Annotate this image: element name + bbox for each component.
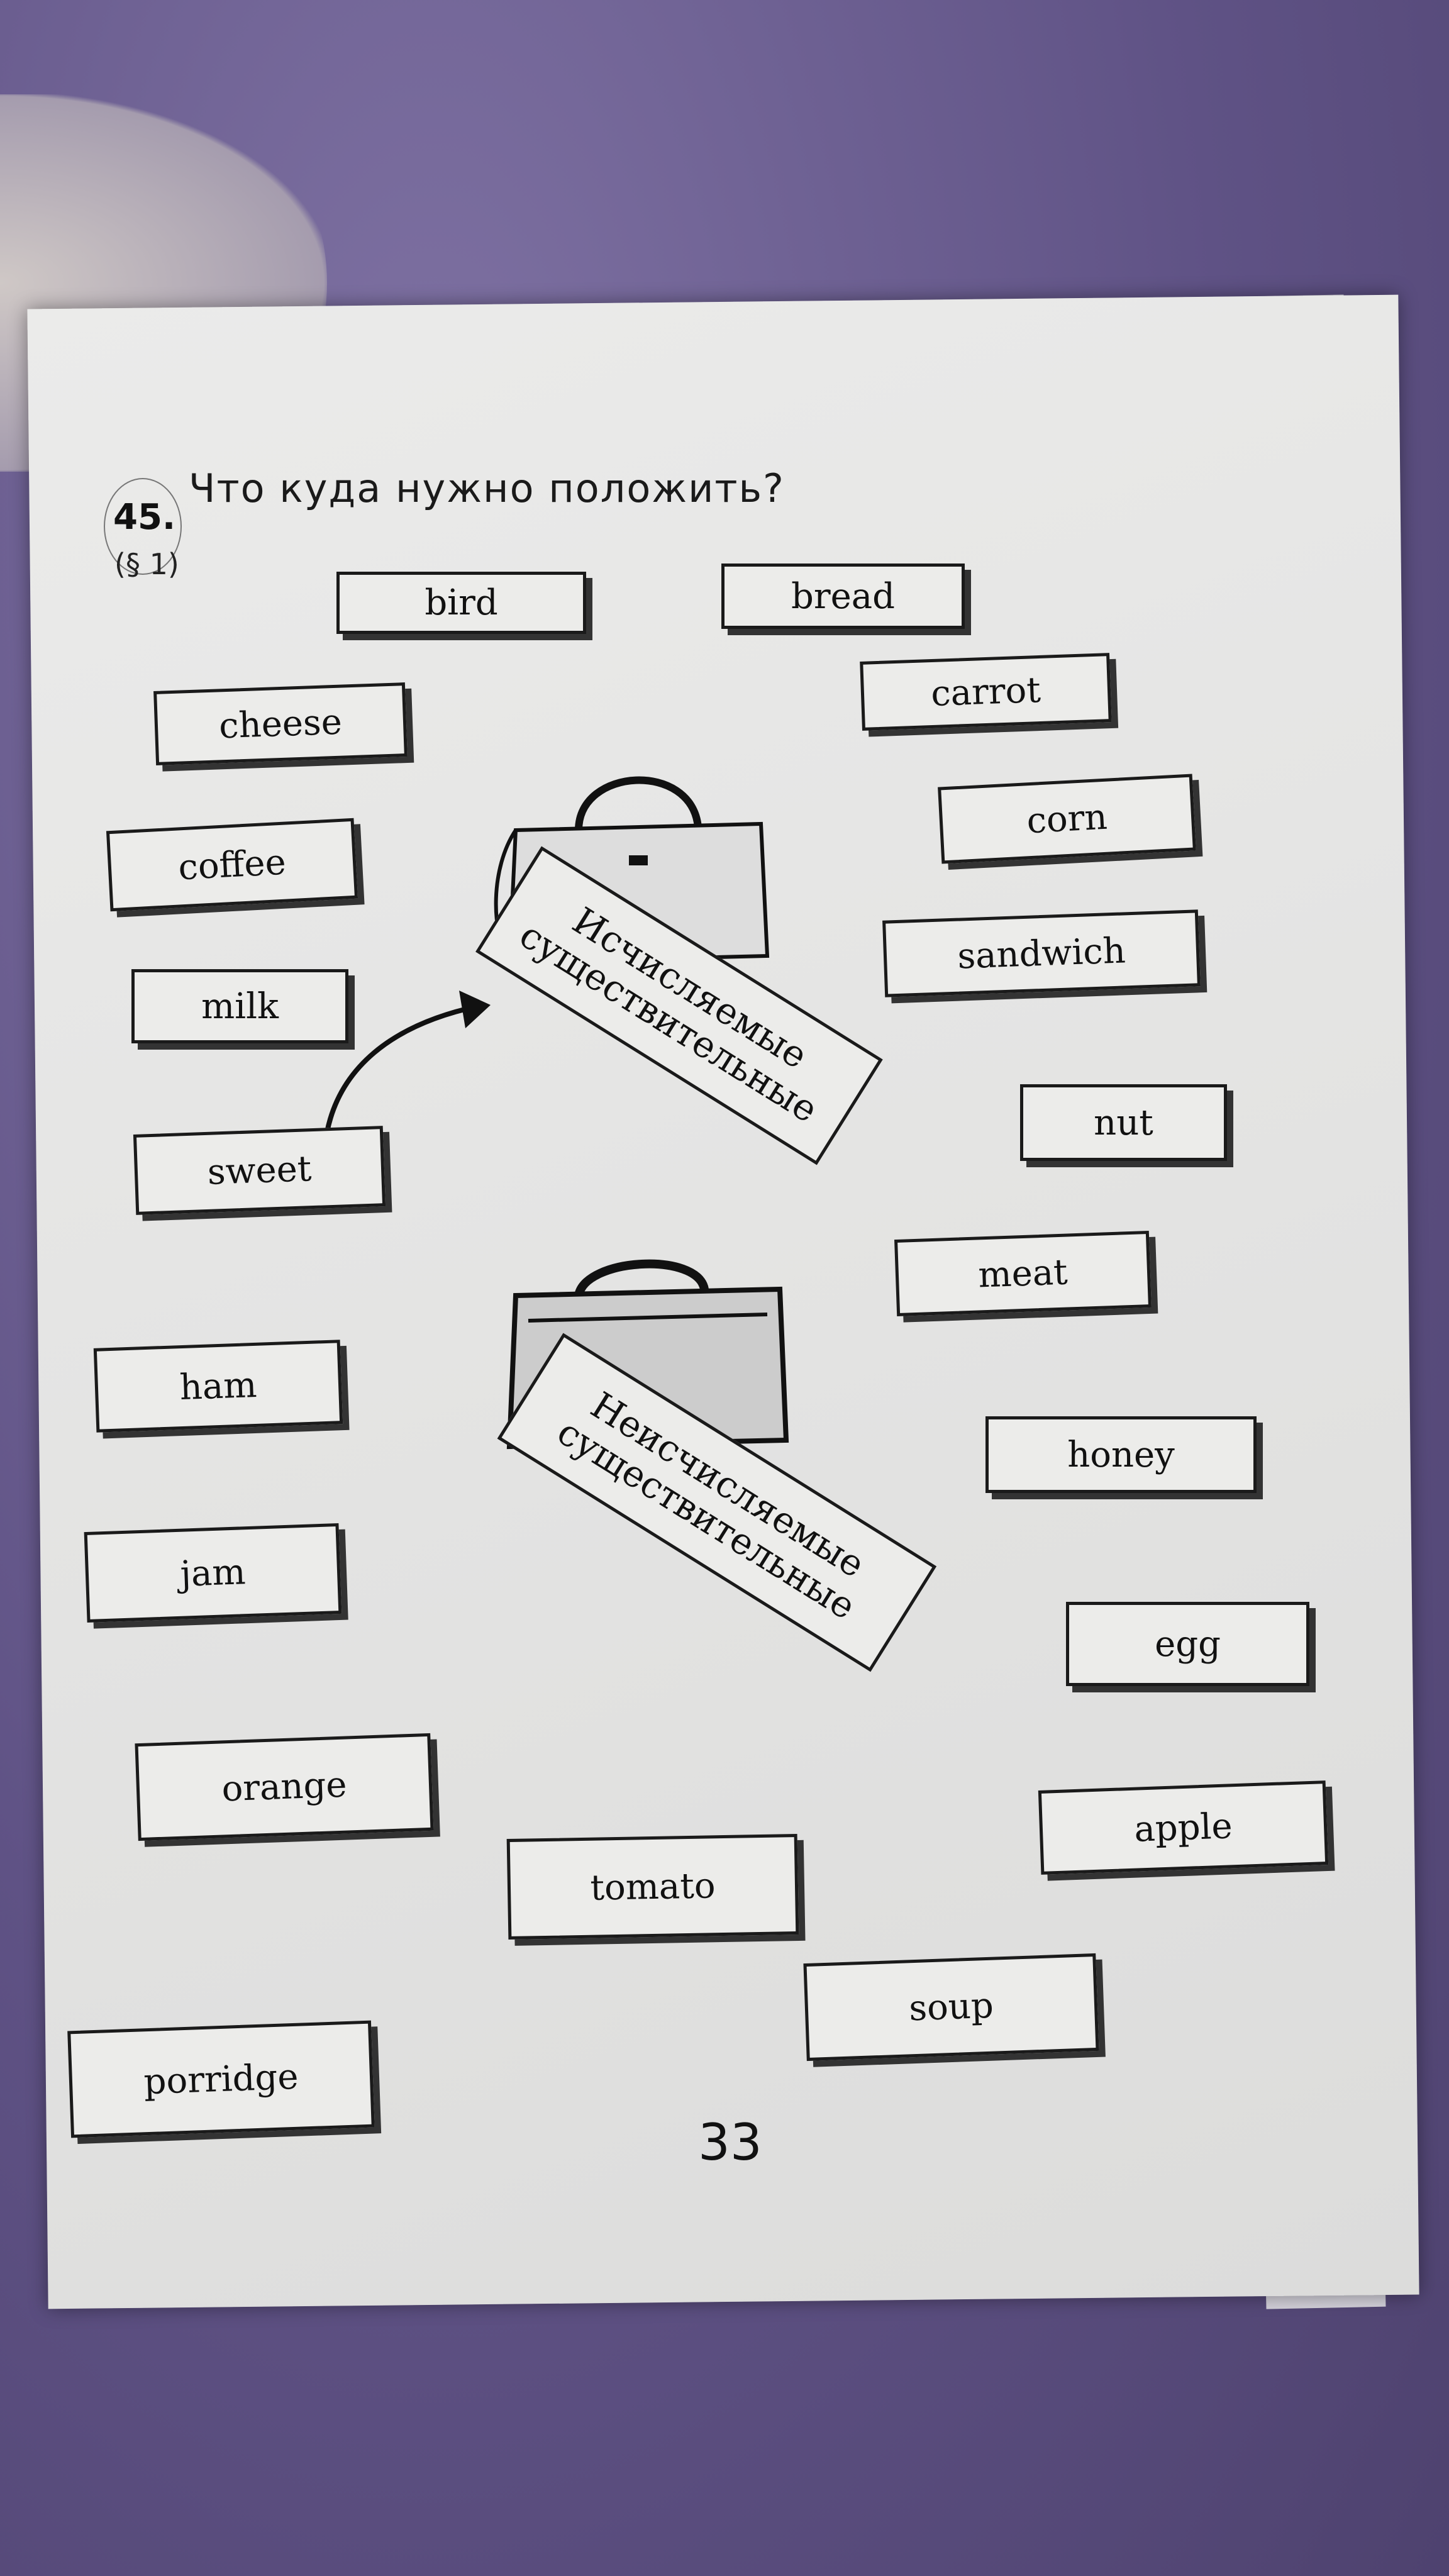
word-card-ham[interactable]: ham xyxy=(93,1340,343,1433)
word-card-sandwich[interactable]: sandwich xyxy=(882,909,1201,997)
word-card-bread[interactable]: bread xyxy=(721,564,965,629)
arrow-icon xyxy=(325,991,491,1133)
word-card-sweet[interactable]: sweet xyxy=(133,1126,386,1215)
word-card-porridge[interactable]: porridge xyxy=(67,2020,375,2138)
word-card-honey[interactable]: honey xyxy=(985,1416,1257,1493)
word-card-coffee[interactable]: coffee xyxy=(106,818,358,912)
word-card-orange[interactable]: orange xyxy=(135,1733,434,1841)
word-card-cheese[interactable]: cheese xyxy=(153,682,408,765)
paragraph-reference: (§ 1) xyxy=(114,547,179,581)
word-card-egg[interactable]: egg xyxy=(1066,1602,1309,1686)
word-card-soup[interactable]: soup xyxy=(803,1953,1099,2062)
exercise-circle-mark xyxy=(104,478,182,575)
word-card-carrot[interactable]: carrot xyxy=(860,653,1112,731)
word-card-jam[interactable]: jam xyxy=(84,1523,342,1623)
exercise-title: Что куда нужно положить? xyxy=(189,465,785,511)
word-card-milk[interactable]: milk xyxy=(131,969,348,1043)
word-card-corn[interactable]: corn xyxy=(938,774,1196,864)
page-number: 33 xyxy=(698,2113,762,2172)
word-card-tomato[interactable]: tomato xyxy=(506,1833,799,1940)
word-card-apple[interactable]: apple xyxy=(1038,1780,1329,1875)
word-card-meat[interactable]: meat xyxy=(894,1230,1152,1317)
word-card-bird[interactable]: bird xyxy=(336,572,586,634)
exercise-number: 45. xyxy=(113,497,176,538)
word-card-nut[interactable]: nut xyxy=(1020,1084,1227,1161)
